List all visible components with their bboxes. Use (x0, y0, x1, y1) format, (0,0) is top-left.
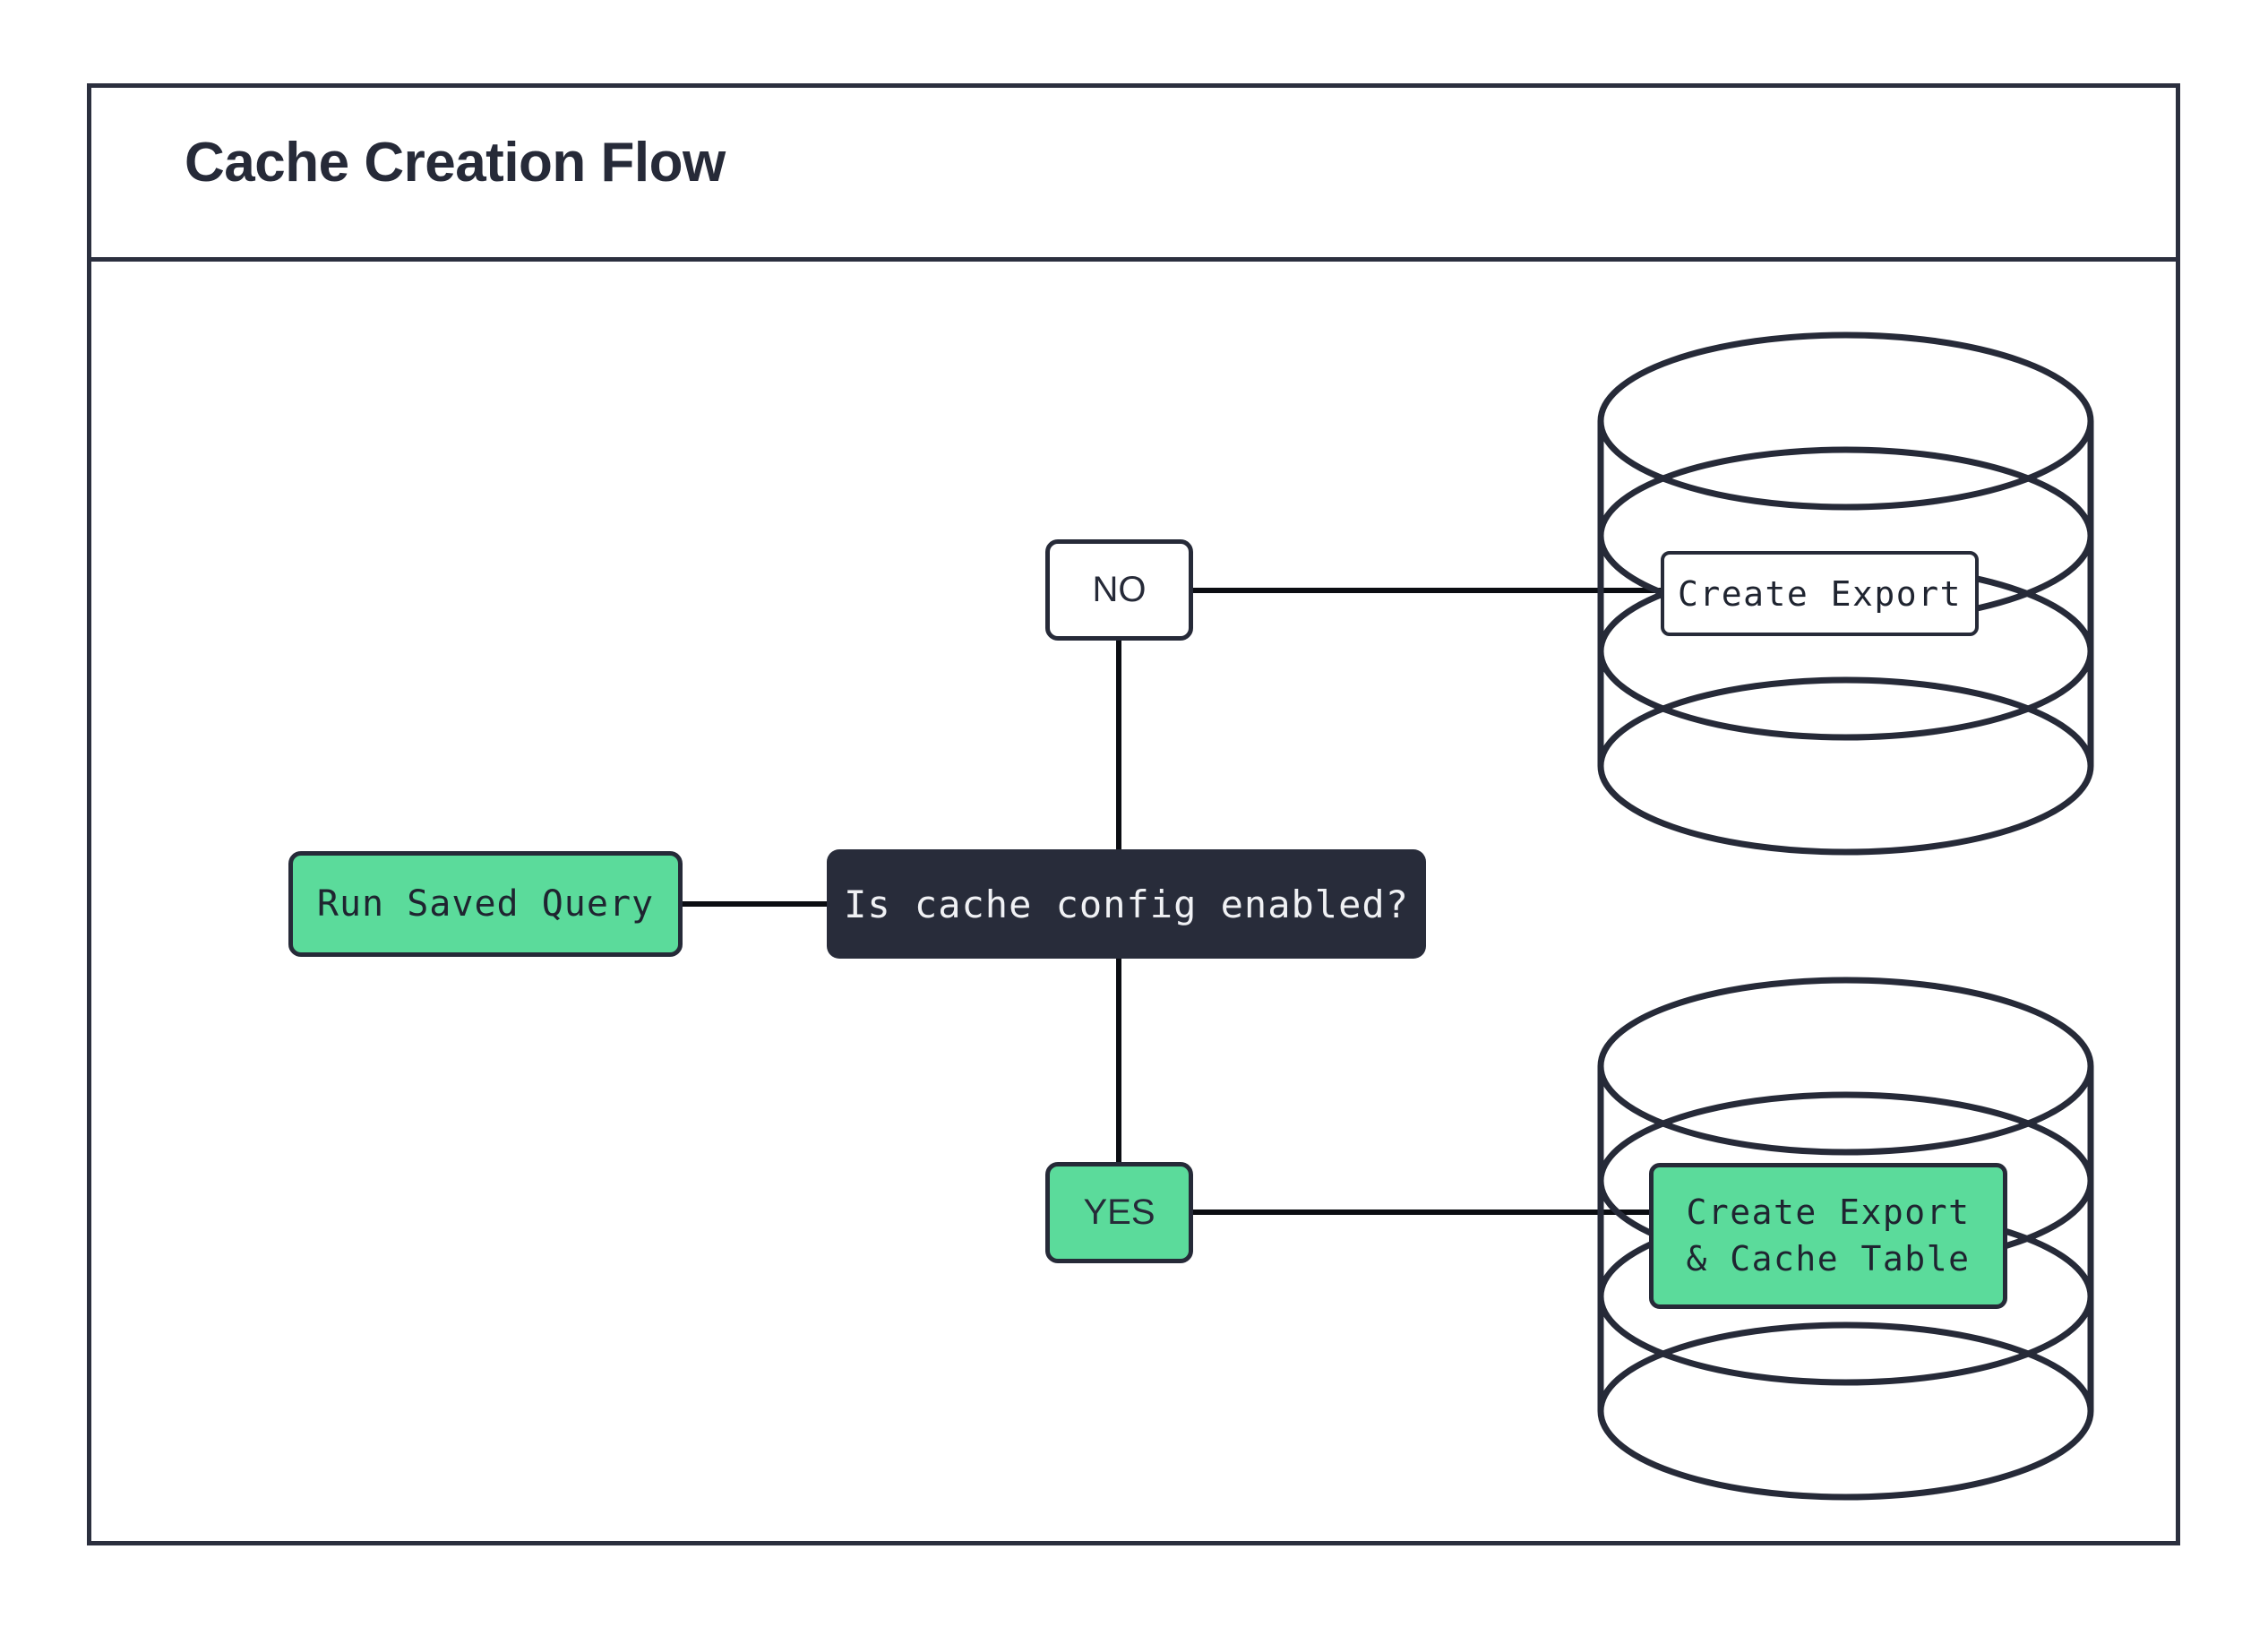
node-run-saved-query[interactable]: Run Saved Query (288, 851, 683, 957)
db-label-create-export: Create Export (1661, 551, 1979, 636)
db-label-text: Create Export (1678, 573, 1962, 614)
flow-canvas: Run Saved Query Is cache config enabled?… (91, 262, 2176, 1545)
node-branch-no[interactable]: NO (1045, 539, 1193, 641)
database-cylinder-icon (1597, 977, 2094, 1501)
db-label-text-line2: & Cache Table (1686, 1238, 1971, 1278)
diagram-title-bar: Cache Creation Flow (91, 88, 2176, 262)
node-is-cache-config-enabled[interactable]: Is cache config enabled? (827, 849, 1426, 959)
node-branch-yes[interactable]: YES (1045, 1162, 1193, 1263)
page-title: Cache Creation Flow (185, 132, 726, 194)
db-label-create-export-cache-table: Create Export & Cache Table (1649, 1163, 2007, 1309)
db-label-text-line1: Create Export (1686, 1192, 1971, 1233)
diagram-frame: Cache Creation Flow Run Saved Query Is c… (87, 83, 2180, 1545)
edge-layer (683, 588, 1661, 1215)
database-cylinder-icon (1597, 331, 2094, 856)
node-db-create-export[interactable]: Create Export (1597, 331, 2094, 856)
node-db-create-export-cache-table[interactable]: Create Export & Cache Table (1597, 977, 2094, 1501)
